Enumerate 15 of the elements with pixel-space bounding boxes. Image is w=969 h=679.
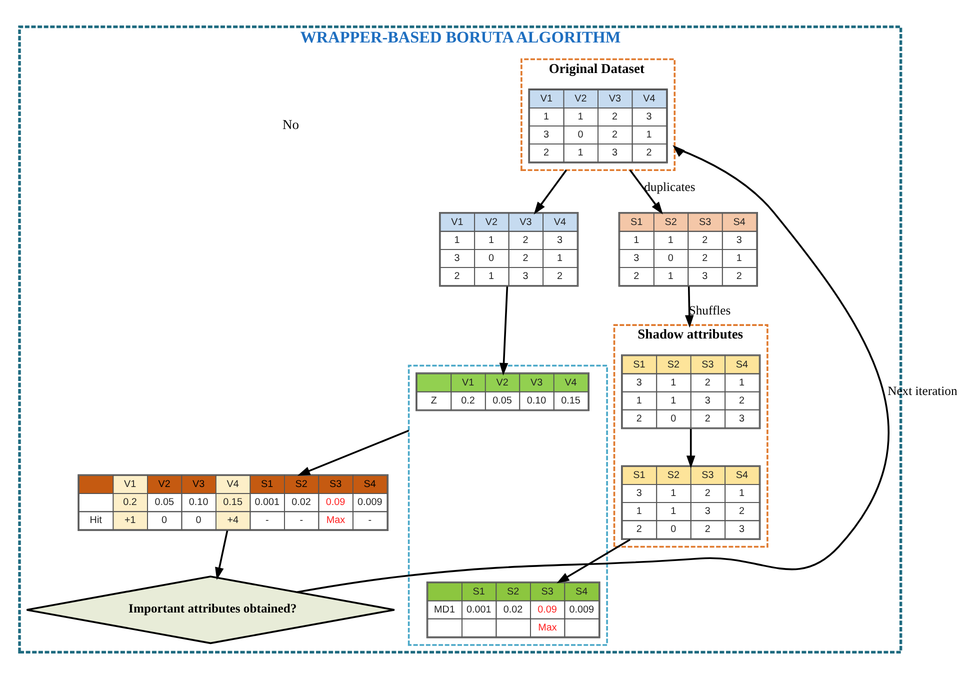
cluster bbox=[408, 364, 608, 646]
arrow bbox=[297, 430, 410, 476]
label: No bbox=[282, 117, 300, 132]
arrow bbox=[684, 286, 694, 328]
arrow bbox=[629, 170, 663, 214]
arrow bbox=[499, 286, 508, 376]
edge-label: Next iteration bbox=[888, 384, 958, 398]
arrow bbox=[534, 170, 568, 214]
arrow bbox=[556, 538, 630, 584]
edge-label: Shuffles bbox=[688, 303, 731, 318]
arrow bbox=[215, 530, 228, 580]
edge-label: duplicates bbox=[644, 180, 696, 194]
arrow bbox=[686, 428, 696, 468]
arrow bbox=[296, 145, 890, 593]
node-diamond: Important attributes obtained? bbox=[26, 576, 396, 644]
